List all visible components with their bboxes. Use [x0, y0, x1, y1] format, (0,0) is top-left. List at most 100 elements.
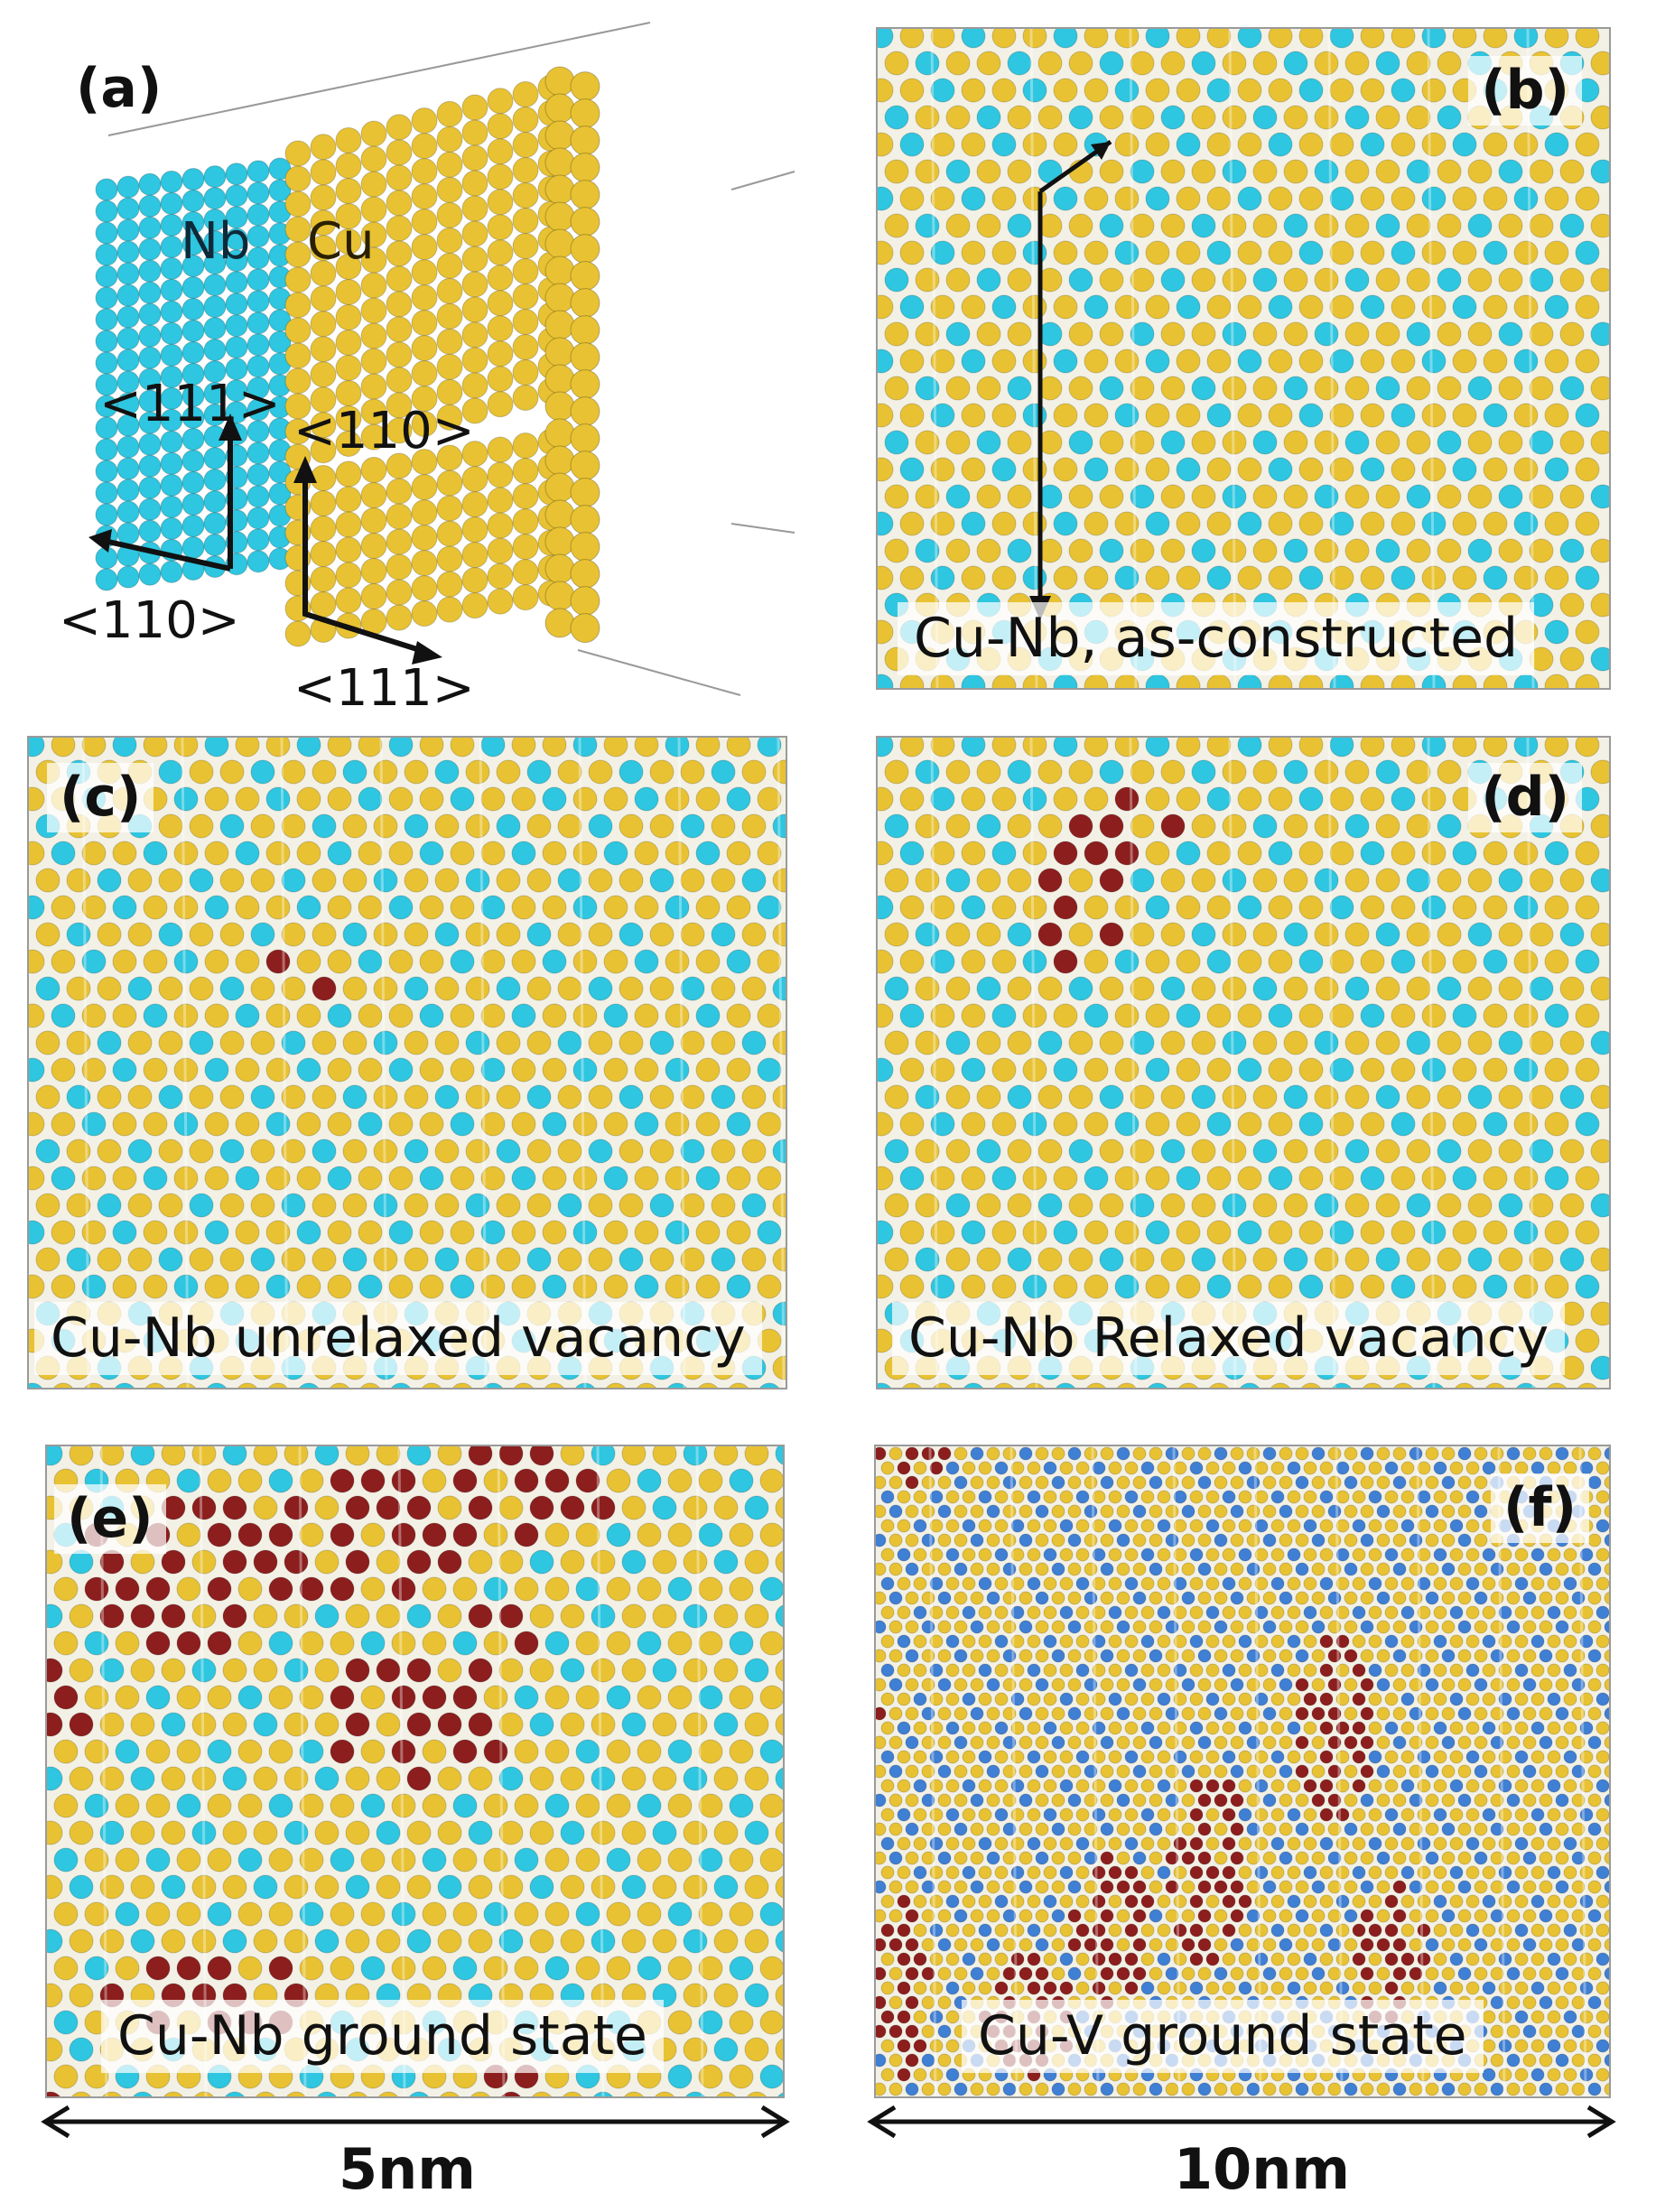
cu-atom — [1268, 511, 1293, 536]
cu-atom — [1544, 403, 1569, 428]
cu-atom — [1449, 1490, 1464, 1504]
nb-atom — [250, 759, 275, 785]
nb-atom — [945, 1634, 960, 1649]
cu-atom — [1571, 1562, 1586, 1576]
cu-atom — [665, 1003, 690, 1028]
nb-atom — [888, 1851, 903, 1865]
cu-atom — [388, 949, 414, 974]
cu-atom — [1191, 1030, 1216, 1055]
cu-atom — [465, 1247, 490, 1272]
cu-atom — [637, 1685, 662, 1710]
nb-atom — [929, 1750, 944, 1764]
vacancy-atom — [1002, 1966, 1017, 1981]
cu-atom — [1214, 1764, 1228, 1779]
cu-atom — [237, 1793, 263, 1818]
nb-atom — [729, 1793, 754, 1818]
cu-atom — [1314, 976, 1339, 1001]
cu-atom — [1051, 1764, 1065, 1779]
cu-atom — [1268, 186, 1293, 211]
nb-atom — [970, 1793, 984, 1808]
nb-atom — [299, 1382, 319, 1388]
nb-atom — [1075, 1663, 1090, 1678]
cu-atom — [637, 1739, 662, 1764]
cu-atom — [1007, 1139, 1032, 1164]
cu-atom — [1335, 1923, 1350, 1938]
cu-atom — [1099, 159, 1124, 184]
cu-atom — [1327, 2082, 1342, 2096]
nb-atom — [1360, 1533, 1374, 1547]
nb-atom — [95, 308, 118, 331]
cu-atom — [575, 1956, 600, 1981]
cu-atom — [1604, 2082, 1609, 2096]
cu-atom — [1529, 484, 1554, 509]
cu-atom — [235, 1111, 260, 1137]
cu-atom — [1140, 1952, 1155, 1966]
cu-atom — [1547, 1634, 1561, 1649]
cu-atom — [876, 1649, 887, 1663]
nb-atom — [1237, 738, 1262, 757]
cu-atom — [1149, 1938, 1163, 1952]
cu-atom — [1467, 321, 1493, 347]
cu-atom — [1099, 430, 1124, 455]
nb-atom — [1189, 1721, 1204, 1735]
cu-atom — [1352, 1490, 1366, 1504]
cu-atom — [1114, 738, 1140, 757]
cu-atom — [1191, 159, 1216, 184]
cu-atom — [358, 895, 383, 920]
cu-atom — [1368, 1894, 1382, 1909]
cu-atom — [570, 451, 600, 481]
nb-atom — [1022, 78, 1047, 103]
vacancy-atom — [1197, 1793, 1212, 1808]
cu-atom — [1514, 1865, 1529, 1880]
vacancy-atom — [560, 1495, 585, 1520]
vacancy-atom — [1189, 1865, 1204, 1880]
cu-atom — [1474, 2082, 1488, 2096]
cu-atom — [1100, 1706, 1114, 1721]
nb-atom — [247, 528, 270, 552]
nb-atom — [1252, 430, 1278, 455]
cu-atom — [461, 119, 488, 146]
cu-atom — [1295, 1533, 1309, 1547]
cu-atom — [1391, 738, 1416, 757]
cu-atom — [1474, 1475, 1488, 1490]
cu-atom — [759, 1847, 783, 1873]
cu-atom — [606, 1956, 631, 1981]
cu-atom — [1376, 1475, 1391, 1490]
cu-atom — [483, 1847, 508, 1873]
nb-atom — [1522, 1678, 1537, 1692]
cu-atom — [698, 1382, 718, 1388]
nb-atom — [526, 1247, 552, 1272]
nb-atom — [1287, 1634, 1301, 1649]
nb-atom — [1108, 1605, 1122, 1620]
cu-atom — [1303, 1461, 1317, 1475]
cu-atom — [115, 1956, 140, 1981]
cu-atom — [902, 1382, 922, 1388]
nb-atom — [1457, 1880, 1472, 1894]
cu-atom — [436, 596, 463, 623]
nb-atom — [1067, 1446, 1082, 1461]
nb-atom — [268, 1631, 293, 1656]
nb-atom — [1279, 1504, 1293, 1519]
nb-atom — [47, 1766, 63, 1791]
vacancy-atom — [268, 1576, 293, 1602]
nb-atom — [1295, 1649, 1309, 1663]
cu-atom — [695, 738, 721, 757]
nb-atom — [51, 1166, 76, 1191]
cu-atom — [1368, 1952, 1382, 1966]
nb-atom — [496, 1139, 521, 1164]
cu-atom — [1140, 1692, 1155, 1706]
cu-atom — [1604, 1649, 1609, 1663]
cu-atom — [512, 232, 539, 259]
cu-atom — [1409, 1938, 1423, 1952]
cu-atom — [219, 922, 245, 947]
cu-atom — [986, 1793, 1000, 1808]
cu-atom — [1421, 240, 1447, 265]
nb-atom — [116, 327, 140, 350]
nb-atom — [189, 1030, 214, 1055]
cu-atom — [436, 252, 463, 279]
cu-atom — [1214, 1475, 1228, 1490]
cu-atom — [1059, 1894, 1074, 1909]
cu-atom — [173, 1003, 199, 1028]
cu-atom — [53, 1382, 73, 1388]
lattice-column-line — [677, 738, 686, 1388]
